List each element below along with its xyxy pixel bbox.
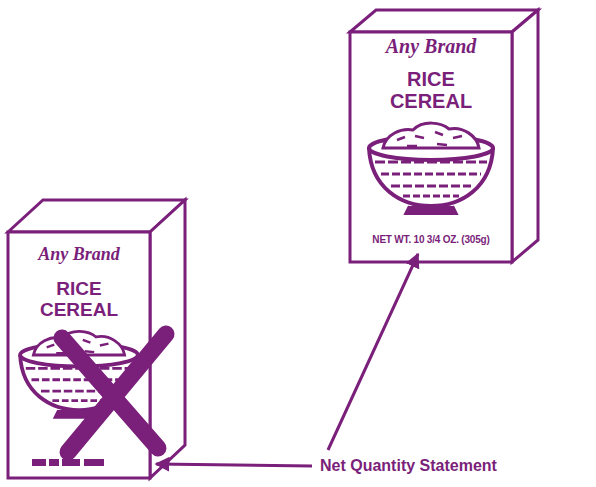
product-name-holder: RICE CEREAL	[38, 279, 120, 321]
brand-name: Any Brand	[384, 35, 479, 58]
callout-label-holder: Net Quantity Statement	[318, 457, 499, 475]
cereal-bowl	[369, 123, 493, 214]
cross-mark	[62, 334, 166, 452]
cereal-box-incorrect	[8, 200, 185, 478]
net-quantity-holder: NET WT. 10 3/4 OZ. (305g)	[370, 229, 491, 247]
box-front	[350, 32, 512, 262]
product-name: RICE CEREAL	[388, 68, 474, 112]
product-name-holder: RICE CEREAL	[388, 68, 474, 112]
brand-name-holder: Any Brand	[36, 244, 122, 265]
box-side	[512, 10, 538, 262]
leader-arrow	[328, 254, 418, 450]
callout-label: Net Quantity Statement	[318, 457, 499, 475]
cereal-box-correct	[350, 10, 538, 262]
box-top	[350, 10, 538, 32]
product-name: RICE CEREAL	[38, 279, 120, 321]
brand-name-holder: Any Brand	[384, 35, 479, 58]
net-quantity: NET WT. 10 3/4 OZ. (305g)	[370, 234, 491, 245]
leader-arrow	[156, 464, 312, 466]
brand-name: Any Brand	[36, 244, 122, 265]
